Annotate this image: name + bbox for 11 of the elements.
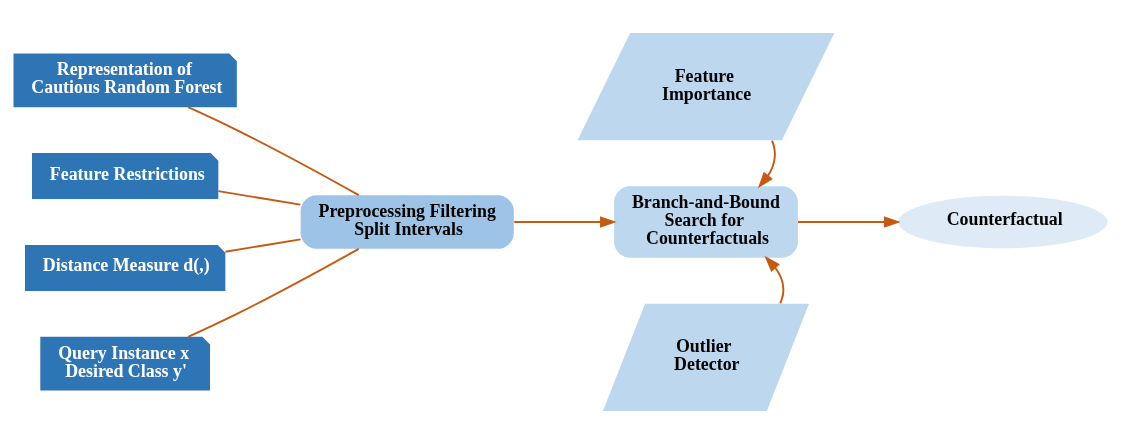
- node-box: Branch-and-Bound Search for Counterfactuals: [614, 185, 798, 258]
- arrow: [513, 215, 617, 228]
- arrow: [797, 215, 901, 228]
- connector: [187, 105, 360, 196]
- connector: [217, 189, 302, 206]
- connector: [224, 237, 302, 253]
- connector: [187, 247, 360, 338]
- arrow: [757, 139, 776, 188]
- node-box: Preprocessing Filtering Split Intervals: [300, 194, 514, 249]
- arrow: [764, 255, 785, 304]
- node-ellipse: Counterfactual: [898, 195, 1108, 248]
